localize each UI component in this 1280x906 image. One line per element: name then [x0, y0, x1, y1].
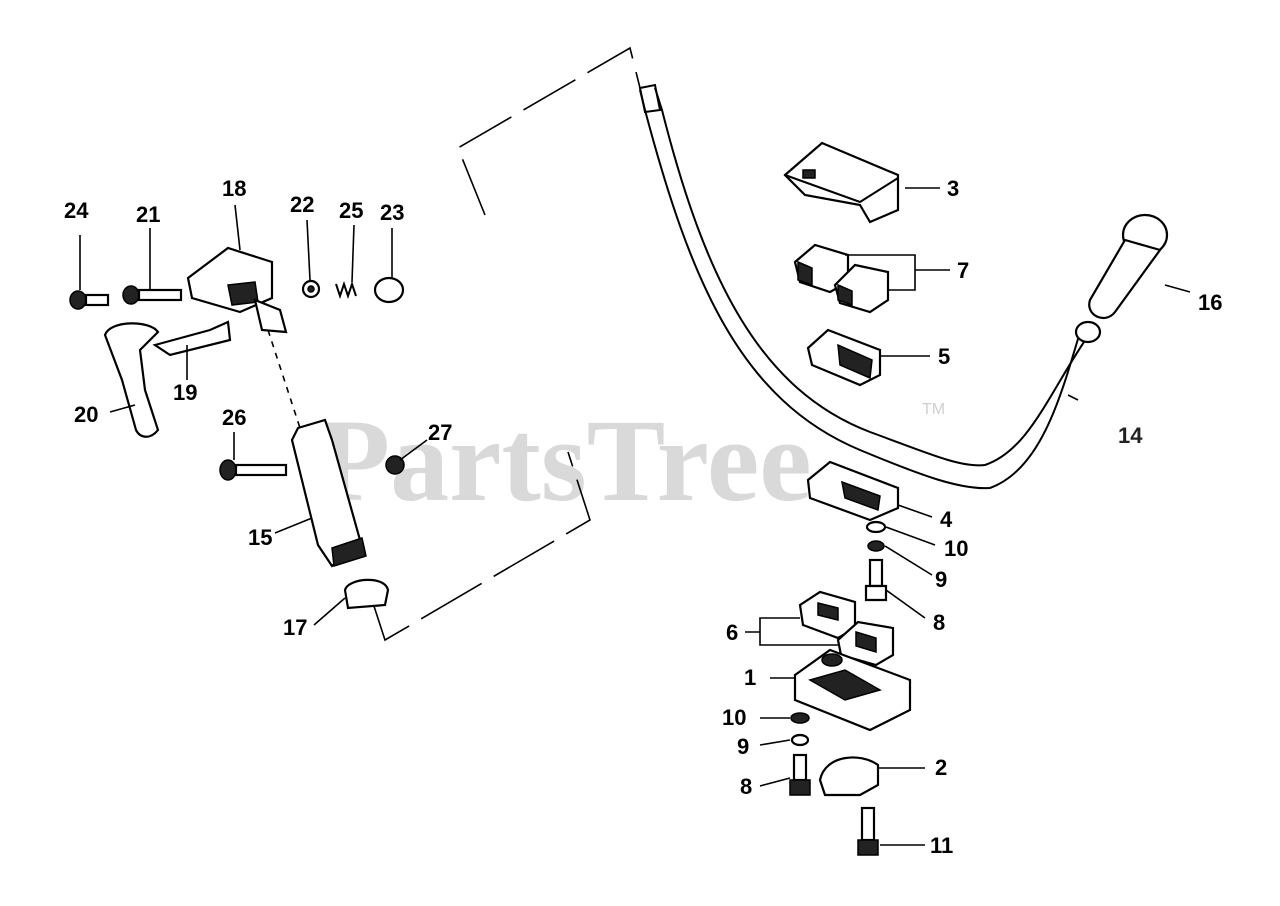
leader-lines — [79, 187, 1191, 846]
callout-21: 21 — [136, 202, 160, 227]
callout-10-upper: 10 — [944, 536, 968, 561]
handle-grip-part-15 — [290, 418, 367, 568]
callout-8-lower: 8 — [740, 774, 752, 799]
bolt-part-26 — [219, 459, 288, 481]
callout-7: 7 — [957, 258, 969, 283]
handle-tube-part-14 — [638, 83, 1093, 490]
callout-22: 22 — [290, 192, 314, 217]
clamp-halves-part-7 — [793, 243, 890, 314]
callout-6: 6 — [726, 620, 738, 645]
bolt-part-11 — [857, 806, 879, 856]
callout-8-upper: 8 — [933, 610, 945, 635]
callout-25: 25 — [339, 198, 363, 223]
callout-26: 26 — [222, 405, 246, 430]
screw-part-21 — [122, 285, 183, 305]
callout-24: 24 — [64, 198, 89, 223]
callout-10-lower: 10 — [722, 705, 746, 730]
clamp-ring-part-17 — [343, 578, 390, 610]
throttle-trigger-part-20 — [103, 322, 160, 438]
callout-27: 27 — [428, 420, 452, 445]
callout-19: 19 — [173, 380, 197, 405]
callout-17: 17 — [283, 615, 307, 640]
callout-20: 20 — [74, 402, 98, 427]
upper-fastener-stack — [864, 520, 888, 602]
lower-fastener-stack — [789, 712, 811, 796]
callout-2: 2 — [935, 755, 947, 780]
base-bracket-part-1 — [793, 648, 912, 732]
cap-part-23 — [373, 276, 405, 304]
nut-part-27 — [385, 455, 405, 475]
callout-5: 5 — [938, 344, 950, 369]
callout-1: 1 — [744, 665, 756, 690]
clamp-cover-part-3 — [783, 141, 900, 224]
callout-3: 3 — [947, 176, 959, 201]
callout-labels: 1 2 3 4 5 6 7 8 8 9 9 10 10 11 14 15 16 … — [64, 176, 1222, 858]
spring-part-25 — [335, 280, 357, 300]
assembly-dash-lines — [267, 46, 641, 642]
callout-16: 16 — [1198, 290, 1222, 315]
callout-23: 23 — [380, 200, 404, 225]
clamp-set-part-6 — [798, 590, 895, 667]
washer-part-22 — [301, 279, 321, 299]
callout-18: 18 — [222, 176, 246, 201]
screw-part-24 — [69, 290, 110, 310]
callout-4: 4 — [940, 507, 953, 532]
callout-9-lower: 9 — [737, 734, 749, 759]
clamp-part-2 — [818, 756, 880, 797]
callout-9-upper: 9 — [935, 567, 947, 592]
callout-15: 15 — [248, 525, 272, 550]
spring-plate-part-19 — [152, 320, 232, 357]
grip-part-16 — [1074, 213, 1169, 344]
trademark-mark: TM — [922, 401, 945, 418]
throttle-housing-part-18 — [186, 246, 288, 334]
callout-11: 11 — [930, 833, 953, 858]
clamp-part-5 — [806, 328, 882, 387]
callout-14: 14 — [1118, 423, 1143, 448]
clamp-part-4 — [806, 460, 900, 522]
